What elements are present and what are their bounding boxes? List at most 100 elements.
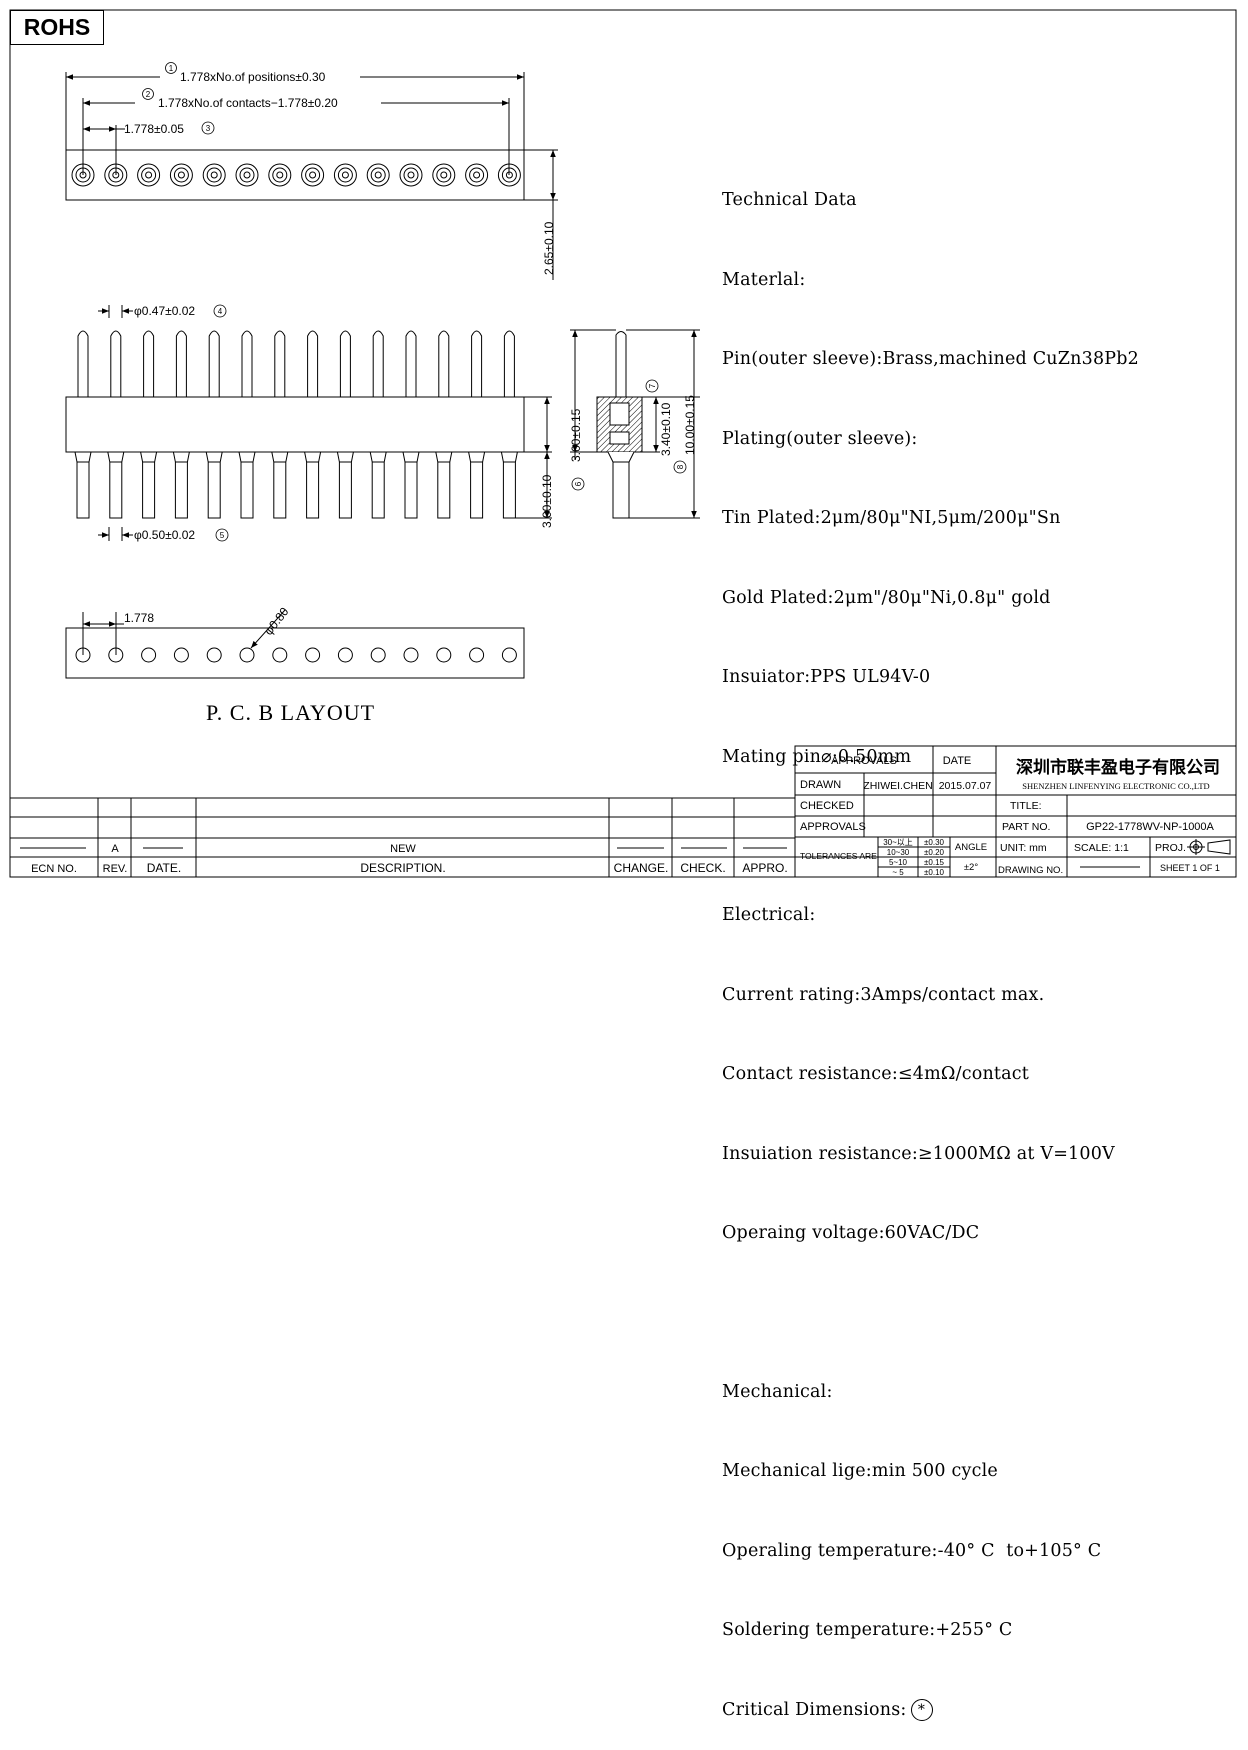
- side-pin-14: [500, 330, 518, 519]
- tb-approvals2: APPROVALS: [800, 821, 866, 833]
- tech-tin: Tin Plated:2μm/80μ"NI,5μm/200μ"Sn: [722, 508, 1061, 528]
- pcb-hole-9: [337, 647, 353, 663]
- tech-mating: Mating pin⌀:0.50mm: [722, 746, 912, 767]
- tb-title-label: TITLE:: [1010, 800, 1042, 812]
- tech-voltage: Operaing voltage:60VAC/DC: [722, 1223, 980, 1243]
- pcb-hole-12: [436, 647, 452, 663]
- top-contact-9: [333, 163, 357, 187]
- hdr-desc: DESCRIPTION.: [360, 861, 445, 875]
- tech-solder: Soldering temperature:+255° C: [722, 1620, 1013, 1640]
- side-view: [65, 305, 552, 541]
- dim-height-340: 3.40±0.10: [659, 402, 673, 456]
- top-contact-4: [169, 163, 193, 187]
- tech-plating-head: Plating(outer sleeve):: [722, 428, 918, 449]
- tech-critical-row: Critical Dimensions:*: [722, 1697, 1139, 1724]
- technical-drawing: 1 1.778xNo.of positions±0.30 2 1.778xNo.…: [9, 9, 1237, 878]
- tb-company-cn: 深圳市联丰盈电子有限公司: [1016, 757, 1220, 778]
- hdr-ecn: ECN NO.: [31, 863, 77, 875]
- side-pin-3: [140, 330, 158, 519]
- tech-insul-res: Insuiation resistance:≥1000MΩ at V=100V: [722, 1143, 1115, 1164]
- top-contact-13: [465, 163, 489, 187]
- dim-circle-2: 2: [146, 90, 151, 99]
- dim-pcb-hole: φ0.80: [261, 604, 291, 637]
- side-pin-2: [107, 330, 125, 519]
- rohs-badge: ROHS: [10, 10, 104, 45]
- tb-drawn: DRAWN: [800, 779, 841, 791]
- side-pin-4: [172, 330, 190, 519]
- side-pin-1: [74, 330, 92, 519]
- tb-drawn-date: 2015.07.07: [939, 780, 992, 792]
- tb-date-label: DATE: [943, 755, 972, 767]
- pcb-hole-6: [239, 647, 255, 663]
- hdr-date: DATE.: [147, 861, 181, 875]
- tb-angle-value: ±2°: [964, 862, 978, 873]
- dim-height-top: 2.65±0.10: [542, 221, 556, 275]
- side-pin-6: [238, 330, 256, 519]
- tb-tol-value-3: ±0.10: [924, 868, 945, 877]
- top-contact-8: [301, 163, 325, 187]
- section-view: [570, 329, 700, 519]
- pcb-hole-3: [141, 647, 157, 663]
- side-pin-13: [468, 330, 486, 519]
- title-block: [794, 745, 1237, 878]
- side-pin-10: [369, 330, 387, 519]
- drawing-border: [9, 9, 1237, 878]
- top-contact-10: [366, 163, 390, 187]
- critical-star-icon: *: [910, 1699, 933, 1721]
- technical-data: Technical Data Materlal: Pin(outer sleev…: [722, 134, 1139, 1750]
- tb-drawing-no: DRAWING NO.: [998, 865, 1063, 876]
- hdr-rev: REV.: [103, 863, 128, 875]
- dim-pin-dia-bottom: φ0.50±0.02: [134, 528, 195, 542]
- pcb-hole-11: [403, 647, 419, 663]
- pcb-hole-14: [501, 647, 517, 663]
- side-pin-12: [435, 330, 453, 519]
- tb-approvals: APPROVALS: [831, 755, 897, 767]
- hdr-check: CHECK.: [680, 861, 725, 875]
- top-contact-5: [202, 163, 226, 187]
- dim-circle-1: 1: [169, 64, 174, 73]
- tb-tol-range-0: 30~以上: [883, 838, 913, 847]
- dim-height-300: 3.00±0.10: [540, 474, 554, 528]
- pcb-hole-8: [305, 647, 321, 663]
- tech-title: Technical Data: [722, 190, 857, 210]
- revision-table: [10, 746, 796, 877]
- tech-op-temp: Operaling temperature:-40° C to+105° C: [722, 1540, 1102, 1561]
- tb-tol-range-2: 5~10: [889, 858, 908, 867]
- tb-tolerances: TOLERANCES ARE: [800, 851, 877, 861]
- dim-circle-4: 4: [218, 307, 223, 316]
- top-contact-7: [268, 163, 292, 187]
- tech-critical: Critical Dimensions:: [722, 1699, 907, 1720]
- dim-circle-3: 3: [206, 124, 211, 133]
- rev-value: A: [111, 843, 119, 855]
- tb-tol-range-1: 10~30: [887, 848, 910, 857]
- tb-checked: CHECKED: [800, 800, 854, 812]
- dim-circle-7: 7: [648, 383, 657, 388]
- tech-material-head: Materlal:: [722, 269, 806, 290]
- tb-drawn-by: ZHIWEI.CHEN: [863, 780, 932, 792]
- top-contact-11: [399, 163, 423, 187]
- pcb-hole-4: [173, 647, 189, 663]
- tb-sheet: SHEET 1 OF 1: [1160, 863, 1220, 873]
- tech-life: Mechanical lige:min 500 cycle: [722, 1461, 998, 1481]
- tech-current: Current rating:3Amps/contact max.: [722, 984, 1045, 1005]
- side-pin-8: [304, 330, 322, 519]
- tech-gold: Gold Plated:2μm"/80μ"Ni,0.8μ" gold: [722, 587, 1051, 608]
- tb-scale: SCALE: 1:1: [1074, 842, 1129, 854]
- top-contact-6: [235, 163, 259, 187]
- tb-tol-value-1: ±0.20: [924, 848, 945, 857]
- tech-insulator: Insuiator:PPS UL94V-0: [722, 667, 931, 687]
- hdr-change: CHANGE.: [614, 861, 669, 875]
- tech-mechanical-head: Mechanical:: [722, 1381, 833, 1402]
- tb-angle: ANGLE: [955, 842, 987, 853]
- dim-pitch: 1.778±0.05: [124, 122, 184, 136]
- tech-electrical-head: Electrical:: [722, 905, 816, 925]
- desc-value: NEW: [390, 843, 416, 855]
- side-pin-5: [205, 330, 223, 519]
- pcb-hole-10: [370, 647, 386, 663]
- dim-circle-5: 5: [220, 531, 225, 540]
- dim-height-1000: 10.00±0.15: [683, 395, 697, 455]
- pcb-layout: [65, 609, 525, 679]
- hdr-appro: APPRO.: [742, 861, 787, 875]
- tech-pin: Pin(outer sleeve):Brass,machined CuZn38P…: [722, 349, 1139, 369]
- side-pin-9: [336, 330, 354, 519]
